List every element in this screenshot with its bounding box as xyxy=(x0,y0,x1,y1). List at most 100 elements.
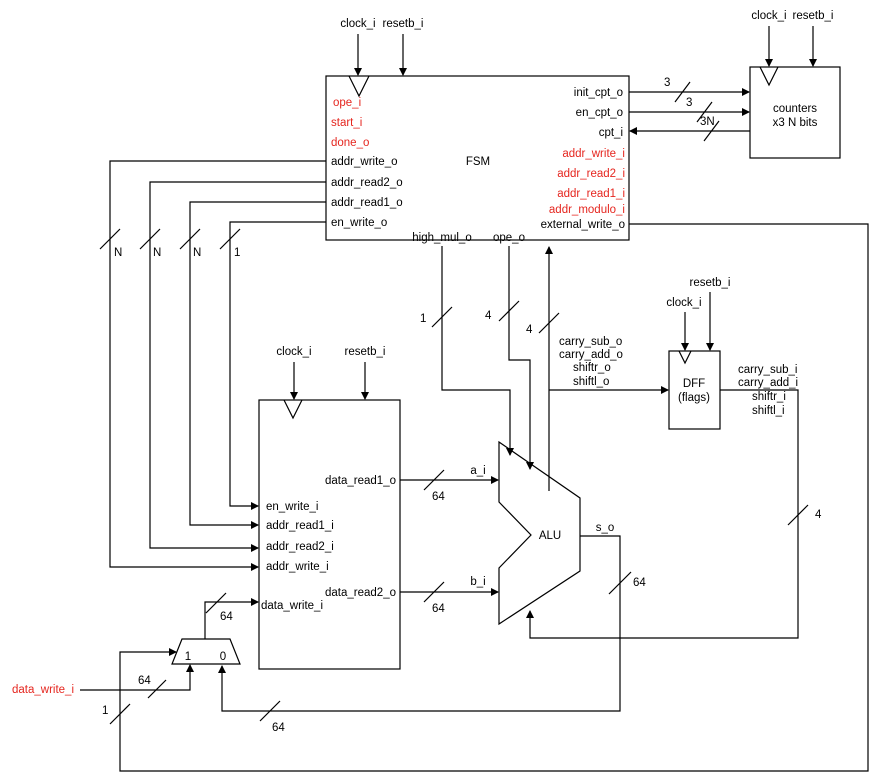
alu-shape xyxy=(498,440,581,626)
fsm-port-ope-i: ope_i xyxy=(333,97,361,109)
regfile-port-data-write-i: data_write_i xyxy=(261,600,323,612)
fsm-block: FSM clock_i resetb_i ope_i start_i done_… xyxy=(325,18,630,244)
slash-en-write xyxy=(219,228,241,250)
width-loop: 64 xyxy=(272,722,285,734)
dff-block: DFF (flags) clock_i resetb_i xyxy=(666,277,731,430)
flag-in-carry-sub: carry_sub_i xyxy=(738,364,797,376)
fsm-port-init-cpt-o: init_cpt_o xyxy=(574,87,623,99)
fsm-port-addr-modulo-i: addr_modulo_i xyxy=(549,204,625,216)
counters-reset-label: resetb_i xyxy=(793,10,834,22)
slash-cpt xyxy=(703,120,720,142)
fsm-port-addr-read1-i: addr_read1_i xyxy=(557,188,625,200)
dff-title-line1: DFF xyxy=(683,378,705,390)
fsm-port-addr-write-i: addr_write_i xyxy=(562,148,625,160)
slash-high-mul xyxy=(431,306,453,328)
fsm-port-addr-read1-o: addr_read1_o xyxy=(331,197,403,209)
width-s: 64 xyxy=(633,577,646,589)
slash-loop xyxy=(259,700,281,722)
flag-out-shiftr: shiftr_o xyxy=(573,362,611,374)
width-data-write-ext: 64 xyxy=(138,675,151,687)
alu-block: ALU a_i b_i s_o xyxy=(470,440,615,626)
regfile-port-addr-write-i: addr_write_i xyxy=(266,561,329,573)
fsm-title: FSM xyxy=(466,156,490,168)
width-ope-up: 4 xyxy=(526,324,533,336)
width-mux-out: 64 xyxy=(220,611,233,623)
slash-select xyxy=(109,703,131,725)
regfile-port-data-read2-o: data_read2_o xyxy=(325,587,396,599)
flag-out-carry-add: carry_add_o xyxy=(559,349,623,361)
width-en-write: 1 xyxy=(234,247,240,259)
fsm-port-start-i: start_i xyxy=(331,117,362,129)
regfile-port-addr-read2-i: addr_read2_i xyxy=(266,541,334,553)
fsm-port-addr-read2-o: addr_read2_o xyxy=(331,177,403,189)
fsm-port-addr-read2-i: addr_read2_i xyxy=(557,168,625,180)
regfile-port-en-write-i: en_write_i xyxy=(266,501,318,513)
counters-block: counters x3 N bits clock_i resetb_i xyxy=(749,10,841,159)
register-file-reset-label: resetb_i xyxy=(345,346,386,358)
mux-input-1-label: 1 xyxy=(185,651,191,663)
wire-en-write xyxy=(229,221,326,510)
slash-b xyxy=(423,581,445,603)
slash-addr-write xyxy=(99,228,121,250)
dff-title-line2: (flags) xyxy=(678,392,710,404)
fsm-port-external-write-o: external_write_o xyxy=(541,219,625,231)
fsm-port-cpt-i: cpt_i xyxy=(599,127,623,139)
alu-input-a-label: a_i xyxy=(470,465,485,477)
fsm-box xyxy=(325,75,630,241)
wire-s-loop xyxy=(218,535,621,712)
mux-block: 1 0 xyxy=(171,638,241,665)
width-init-cpt: 3 xyxy=(664,77,670,89)
register-file-clock-label: clock_i xyxy=(276,346,311,358)
width-en-cpt: 3 xyxy=(686,97,692,109)
counters-clock-triangle xyxy=(759,66,779,87)
wire-ope-down xyxy=(508,246,534,470)
alu-output-label: s_o xyxy=(596,522,615,534)
slash-data-write-ext xyxy=(147,679,167,699)
fsm-port-high-mul-o: high_mul_o xyxy=(412,232,471,244)
register-file-box xyxy=(258,399,401,670)
slash-mux-out xyxy=(205,592,227,614)
regfile-port-addr-read1-i: addr_read1_i xyxy=(266,520,334,532)
fsm-port-en-write-o: en_write_o xyxy=(331,217,387,229)
register-file-block: clock_i resetb_i en_write_i addr_read1_i… xyxy=(258,346,401,670)
slash-flags xyxy=(787,504,809,526)
wire-addr-read1 xyxy=(189,201,326,529)
slash-en-cpt xyxy=(696,101,713,123)
wire-select xyxy=(119,223,869,772)
external-data-write-label: data_write_i xyxy=(12,684,74,696)
fsm-clock-triangle xyxy=(348,75,370,98)
counters-title-line2: x3 N bits xyxy=(773,117,818,129)
wire-addr-write xyxy=(109,160,326,571)
slash-s xyxy=(608,571,632,595)
fsm-port-addr-write-o: addr_write_o xyxy=(331,156,397,168)
width-a: 64 xyxy=(432,491,445,503)
flag-in-shiftr: shiftr_i xyxy=(752,391,786,403)
register-file-clock-triangle xyxy=(283,399,303,420)
wire-mux-out xyxy=(204,598,259,639)
wire-data-write-ext xyxy=(80,664,194,691)
width-addr-read2: N xyxy=(153,247,161,259)
flag-out-carry-sub: carry_sub_o xyxy=(559,336,622,348)
dff-reset-label: resetb_i xyxy=(690,277,731,289)
flag-in-shiftl: shiftl_i xyxy=(752,405,785,417)
counters-clock-label: clock_i xyxy=(751,10,786,22)
dff-box xyxy=(668,350,721,430)
width-addr-write: N xyxy=(114,247,122,259)
width-cpt: 3N xyxy=(700,116,715,128)
mux-shape xyxy=(171,638,241,665)
fsm-reset-label: resetb_i xyxy=(383,18,424,30)
fsm-port-ope-o: ope_o xyxy=(493,232,525,244)
wire-high-mul xyxy=(441,246,514,456)
counters-title-line1: counters xyxy=(773,103,817,115)
slash-init-cpt xyxy=(674,81,691,103)
slash-addr-read2 xyxy=(139,228,161,250)
width-b: 64 xyxy=(432,603,445,615)
width-ope-down: 4 xyxy=(485,310,492,322)
width-addr-read1: N xyxy=(193,247,201,259)
fsm-clock-label: clock_i xyxy=(340,18,375,30)
alu-input-b-label: b_i xyxy=(470,576,485,588)
mux-input-0-label: 0 xyxy=(220,651,226,663)
fsm-port-en-cpt-o: en_cpt_o xyxy=(576,107,623,119)
flag-in-carry-add: carry_add_i xyxy=(738,377,798,389)
